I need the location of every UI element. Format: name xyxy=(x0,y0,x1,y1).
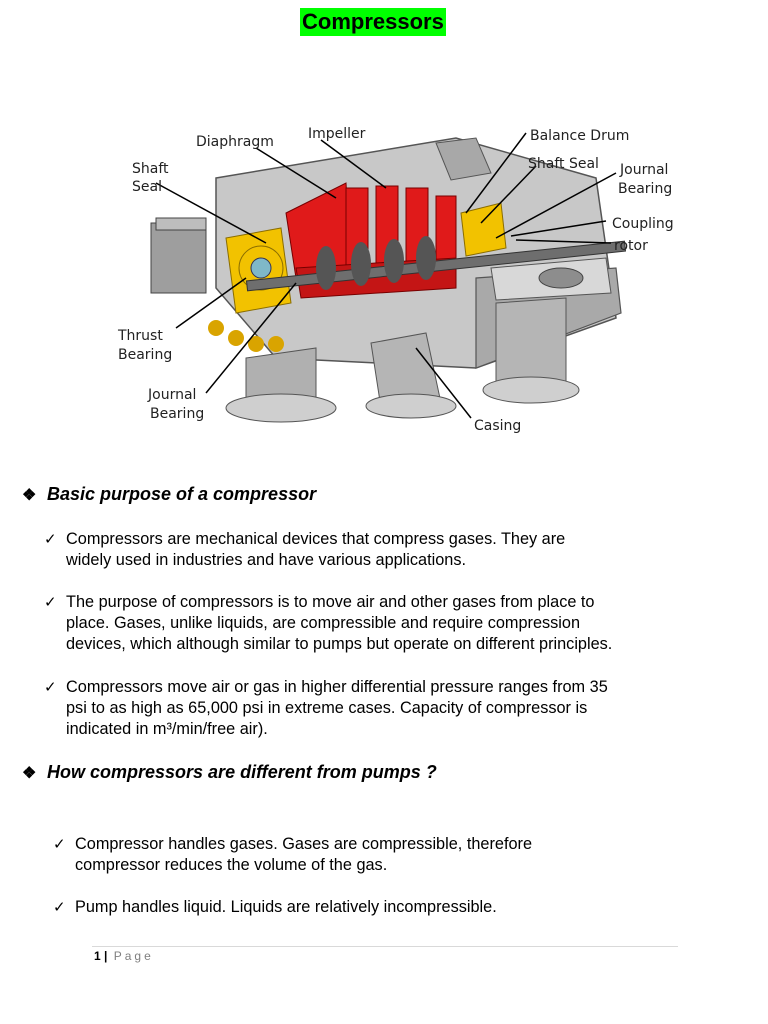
checkmark-icon: ✓ xyxy=(44,679,57,696)
list-item: ✓ Compressors move air or gas in higher … xyxy=(44,678,608,738)
rotor-shaft-illustration xyxy=(245,236,627,292)
label-casing: Casing xyxy=(474,418,521,434)
casing-illustration xyxy=(150,137,622,423)
page-footer: 1 | Page xyxy=(94,949,154,963)
footer-separator: | xyxy=(104,949,108,963)
list-item: ✓ Compressors are mechanical devices tha… xyxy=(44,530,566,569)
bearing-illustration xyxy=(208,202,507,352)
page-title: Compressors xyxy=(300,8,446,36)
compressor-cutaway-figure: Diaphragm Impeller Balance Drum Shaft Se… xyxy=(117,126,674,434)
label-journal-bearing-right-line1: Journal xyxy=(619,162,668,178)
page-label: Page xyxy=(113,949,154,963)
section-heading-compressor-vs-pump: ❖ How compressors are different from pump… xyxy=(22,762,437,783)
label-journal-bearing-left-line2: Bearing xyxy=(150,406,204,422)
label-shaft-seal-right: Shaft Seal xyxy=(528,156,599,172)
label-journal-bearing-right-line2: Bearing xyxy=(618,181,672,197)
diamond-bullet-icon: ❖ xyxy=(22,765,37,782)
list-item: ✓ The purpose of compressors is to move … xyxy=(44,593,613,653)
label-thrust-bearing-line2: Bearing xyxy=(118,347,172,363)
label-thrust-bearing-line1: Thrust xyxy=(117,328,163,344)
label-balance-drum: Balance Drum xyxy=(530,128,629,144)
list-item: ✓ Compressor handles gases. Gases are co… xyxy=(53,835,532,874)
label-rotor: rotor xyxy=(614,238,648,254)
label-shaft-seal-left-line1: Shaft xyxy=(132,161,169,177)
figure-labels: Diaphragm Impeller Balance Drum Shaft Se… xyxy=(117,126,674,434)
section-heading-text: How compressors are different from pumps… xyxy=(47,762,437,782)
checkmark-icon: ✓ xyxy=(44,531,57,548)
checkmark-icon: ✓ xyxy=(53,899,66,916)
label-diaphragm: Diaphragm xyxy=(196,134,274,150)
label-shaft-seal-left-line2: Seal xyxy=(132,179,162,195)
list-item: ✓ Pump handles liquid. Liquids are relat… xyxy=(53,898,497,916)
footer-divider xyxy=(92,946,678,947)
label-coupling: Coupling xyxy=(612,216,674,232)
section-heading-basic-purpose: ❖ Basic purpose of a compressor xyxy=(22,484,316,505)
page-number: 1 xyxy=(94,949,101,963)
diamond-bullet-icon: ❖ xyxy=(22,487,37,504)
section-heading-text: Basic purpose of a compressor xyxy=(47,484,317,504)
label-impeller: Impeller xyxy=(308,126,366,142)
checkmark-icon: ✓ xyxy=(53,836,66,853)
checkmark-icon: ✓ xyxy=(44,594,57,611)
callout-lines xyxy=(155,132,617,419)
label-journal-bearing-left-line1: Journal xyxy=(147,387,196,403)
